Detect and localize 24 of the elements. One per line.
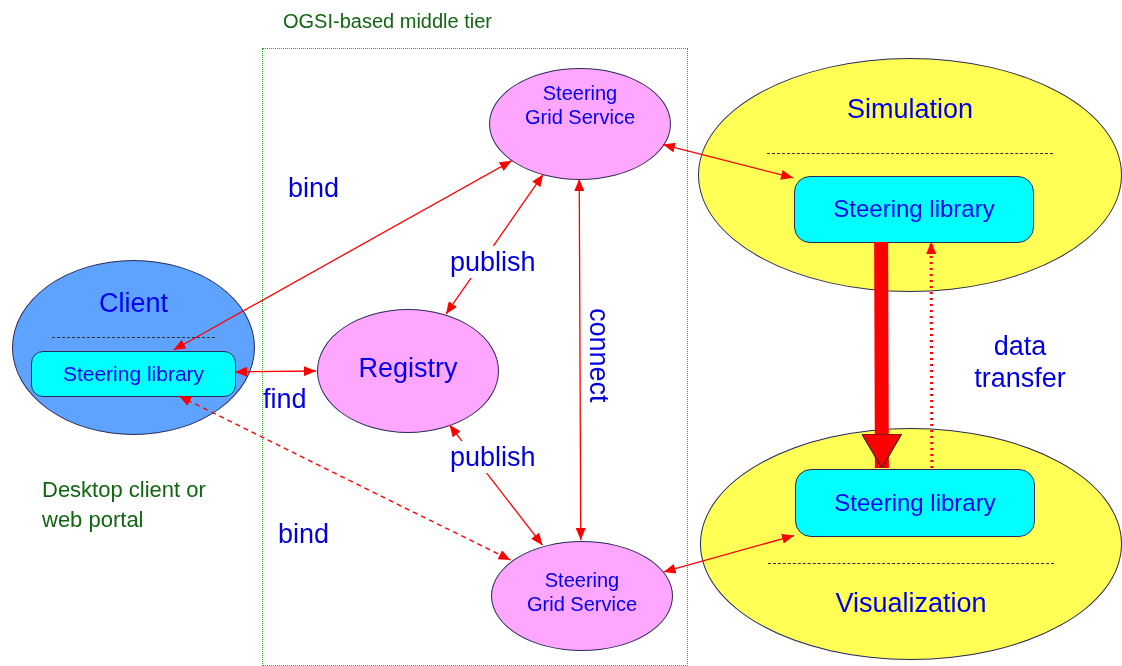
arrow — [662, 533, 795, 574]
node-label: Client — [98, 287, 169, 320]
node-label: Steering Grid Service — [526, 568, 638, 616]
rounded-box — [795, 469, 1035, 537]
dashed-arrow — [926, 242, 937, 468]
arrow — [172, 160, 513, 351]
node-label: Steering library — [833, 489, 997, 518]
caption-text: Desktop client or web portal — [42, 476, 207, 534]
node-label: Simulation — [845, 93, 975, 126]
edge-label: publish — [450, 441, 536, 474]
dashed-arrow — [178, 395, 512, 561]
edge-label: publish — [450, 246, 536, 279]
arrow — [662, 142, 794, 180]
node-label: Steering library — [832, 195, 996, 224]
rounded-box — [31, 351, 236, 397]
node-label: Steering Grid Service — [524, 81, 636, 129]
group-heading: OGSI-based middle tier — [283, 9, 492, 33]
arrow — [574, 178, 586, 541]
rounded-box — [794, 176, 1034, 243]
node-label: Registry — [357, 352, 459, 385]
node-label: Steering library — [61, 361, 206, 387]
arrow — [234, 366, 317, 377]
block-arrow — [861, 241, 903, 469]
node-label: Visualization — [834, 587, 988, 620]
